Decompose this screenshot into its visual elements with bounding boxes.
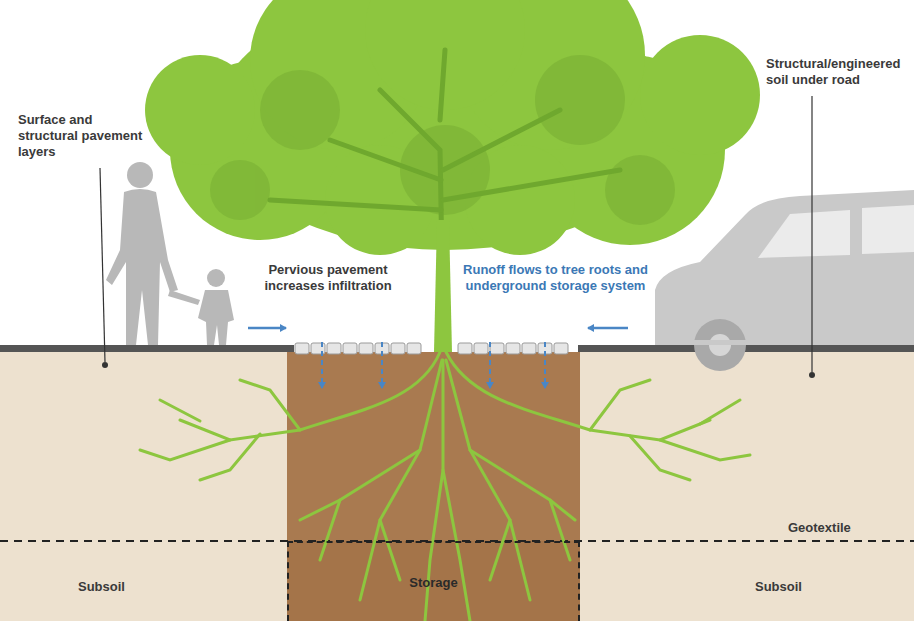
flow-note: Pervious pavement increases infiltration — [238, 262, 418, 294]
leader-dot — [102, 362, 108, 368]
leader-lines — [100, 96, 812, 372]
pavement — [0, 345, 294, 352]
tree-trunk — [434, 220, 452, 352]
layer-label: Subsoil — [78, 579, 178, 595]
pedestrians — [106, 162, 234, 345]
leader-dot — [809, 372, 815, 378]
storage-fill — [287, 541, 580, 621]
tree-canopy — [145, 0, 760, 255]
callout-label: Structural/engineered soil under road — [766, 56, 908, 88]
layer-label: Subsoil — [755, 579, 855, 595]
road — [578, 345, 914, 352]
car — [655, 190, 914, 371]
flow-note: Runoff flows to tree roots and undergrou… — [458, 262, 653, 294]
soil — [0, 352, 914, 621]
pervious-pavers — [295, 343, 568, 354]
runoff-arrows — [248, 327, 628, 330]
zone-label: Storage — [409, 575, 457, 590]
infiltration-arrows — [322, 342, 545, 388]
storage-zone: Storage — [287, 541, 580, 621]
tree-roots — [140, 352, 750, 621]
callout-label: Surface and structural pavement layers — [18, 112, 148, 160]
tree-pit — [287, 352, 580, 621]
layer-label: Geotextile — [788, 520, 888, 536]
